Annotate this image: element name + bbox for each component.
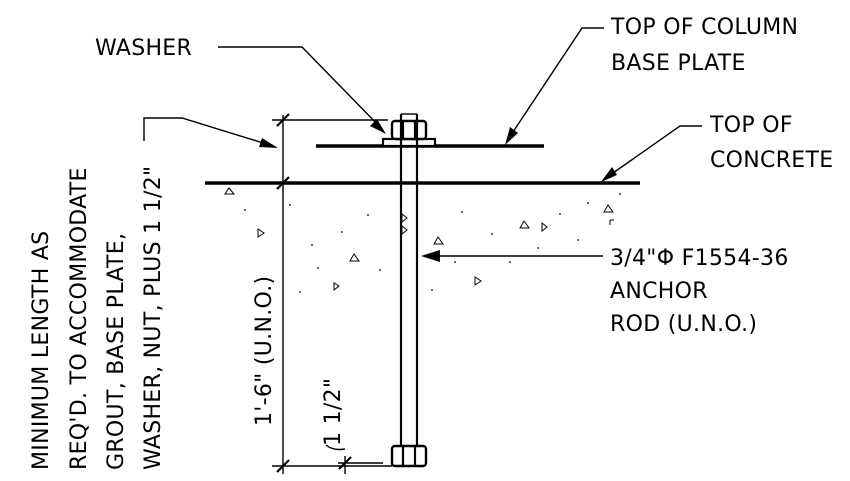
top-of-concrete-arrowhead (601, 167, 617, 182)
anchor-rod-label-line1: 3/4"Φ F1554-36 (610, 246, 789, 271)
min-length-label-line1: MINIMUM LENGTH AS (29, 231, 54, 470)
top-of-column-arrowhead (505, 127, 518, 145)
min-length-label-line2: REQ'D. TO ACCOMMODATE (67, 167, 92, 470)
washer-label: WASHER (95, 36, 192, 61)
min-length-leader (143, 117, 274, 147)
anchor-rod-label-line2: ANCHOR (610, 279, 708, 304)
top-nut (390, 119, 428, 141)
min-length-label-line4: WASHER, NUT, PLUS 1 1/2" (141, 166, 166, 470)
anchor-rod (399, 113, 419, 446)
washer-arrowhead (370, 119, 386, 134)
min-length-arrowhead (259, 138, 278, 148)
embed-dimension-label: 1'-6" (U.N.O.) (252, 276, 277, 426)
concrete-hatch (224, 187, 621, 293)
min-length-label-line3: GROUT, BASE PLATE, (104, 233, 129, 470)
top-of-column-label-line1: TOP OF COLUMN (610, 15, 798, 40)
anchor-rod-arrowhead (421, 250, 440, 262)
washer-leader (218, 46, 384, 131)
top-of-concrete-label-line1: TOP OF (709, 113, 793, 138)
top-of-concrete-leader (602, 125, 702, 181)
top-of-column-label-line2: BASE PLATE (611, 51, 746, 76)
bottom-nut (390, 444, 428, 468)
embed-dimension (272, 113, 398, 474)
top-of-concrete-label-line2: CONCRETE (710, 148, 833, 173)
anchor-rod-label-line3: ROD (U.N.O.) (610, 312, 757, 337)
top-of-column-leader (506, 27, 604, 142)
projection-dimension (325, 444, 383, 474)
projection-dimension-label: 1 1/2" (321, 378, 346, 446)
